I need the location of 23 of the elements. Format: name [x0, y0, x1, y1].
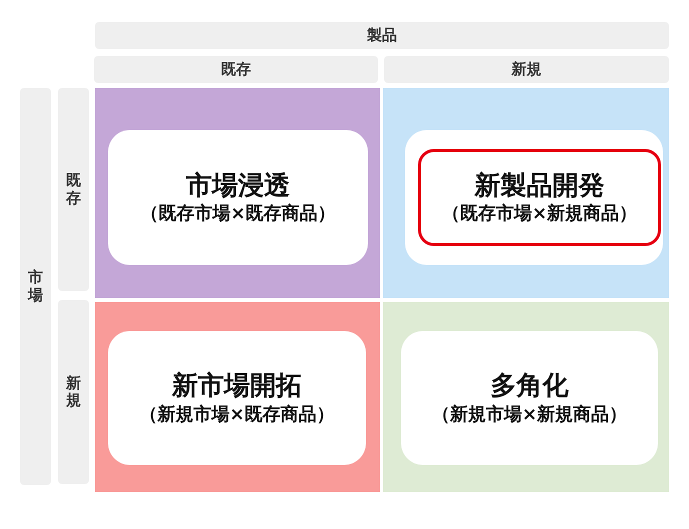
quadrant-cell — [383, 302, 669, 492]
row-header: 新規 — [58, 300, 89, 484]
quadrant-cell — [95, 88, 380, 298]
strategy-title: 新製品開発 — [474, 170, 604, 202]
strategy-subtitle: （新規市場×新規商品） — [432, 402, 628, 426]
column-header: 既存 — [94, 56, 378, 83]
strategy-card — [108, 130, 368, 265]
strategy-card — [405, 130, 663, 265]
strategy-subtitle: （既存市場×新規商品） — [442, 202, 638, 226]
quadrant-cell — [383, 88, 669, 298]
strategy-card — [401, 331, 658, 465]
strategy-title: 多角化 — [490, 370, 568, 403]
strategy-card — [108, 331, 366, 465]
strategy-title: 新市場開拓 — [172, 370, 302, 403]
axis-header: 市場 — [20, 88, 51, 485]
strategy-subtitle: （既存市場×既存商品） — [140, 202, 336, 226]
column-header: 新規 — [384, 56, 669, 83]
row-header: 既存 — [58, 88, 89, 291]
strategy-title: 市場浸透 — [186, 170, 290, 202]
axis-header: 製品 — [95, 22, 669, 49]
highlight-frame — [418, 149, 661, 246]
strategy-subtitle: （新規市場×既存商品） — [139, 402, 335, 426]
quadrant-cell — [95, 302, 380, 492]
